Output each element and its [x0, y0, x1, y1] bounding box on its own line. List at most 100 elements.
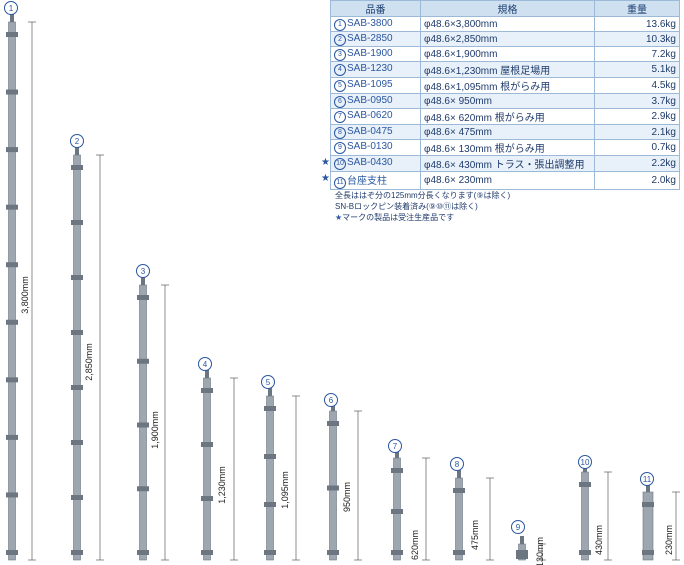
- post-coupler: [201, 388, 213, 393]
- item-number-badge: 11: [334, 177, 346, 189]
- post-coupler: [6, 262, 18, 268]
- post-coupler: [453, 550, 465, 555]
- star-icon: ★: [335, 213, 343, 222]
- post-coupler: [264, 502, 276, 507]
- post-coupler: [6, 550, 18, 555]
- post-number-badge: [450, 457, 464, 471]
- post-coupler: [6, 204, 18, 210]
- post-tenon: [395, 450, 399, 459]
- part-number: SAB-0950: [347, 94, 393, 106]
- post-coupler: [6, 434, 18, 440]
- weight-cell: 2.2kg: [594, 155, 680, 172]
- dimension-label: 950mm: [342, 482, 352, 512]
- post-number: 1: [9, 4, 14, 13]
- note-lockpin: SN-Bロックピン装着済み(⑨⑩⑪は除く): [335, 202, 478, 211]
- note-made-to-order: ★マークの製品は受注生産品です: [335, 212, 510, 223]
- post-tenon: [205, 370, 209, 379]
- dimension-label: 1,230mm: [217, 466, 227, 504]
- post-coupler: [264, 454, 276, 459]
- post-number: 6: [329, 396, 334, 405]
- post-6: 950mm 6: [324, 393, 362, 561]
- dimension-label: 3,800mm: [20, 276, 30, 314]
- weight-cell: 2.0kg: [594, 171, 680, 190]
- post-number-badge: [261, 375, 275, 389]
- item-number-badge: 8: [334, 126, 346, 139]
- post-coupler: [137, 550, 149, 555]
- spec-cell: φ48.6× 130mm 根がらみ用: [420, 139, 595, 156]
- part-number: SAB-3800: [347, 17, 393, 29]
- dimension-label: 430mm: [594, 525, 604, 555]
- note-made-to-order-text: マークの製品は受注生産品です: [342, 213, 455, 222]
- part-number: SAB-2850: [347, 32, 393, 44]
- post-coupler: [137, 422, 149, 428]
- weight-cell: 7.2kg: [594, 46, 680, 62]
- dimension-label: 230mm: [664, 525, 674, 555]
- post-coupler: [71, 550, 83, 555]
- post-coupler: [201, 550, 213, 555]
- dimension-label: 475mm: [470, 520, 480, 550]
- post-coupler: [201, 442, 213, 447]
- post-coupler: [137, 295, 149, 300]
- post-tenon: [141, 277, 145, 286]
- post-pipe: [8, 21, 16, 561]
- post-coupler: [391, 468, 403, 473]
- dimension-label: 620mm: [410, 530, 420, 560]
- item-number-badge: 3: [334, 48, 346, 61]
- weight-cell: 0.7kg: [594, 139, 680, 156]
- post-coupler: [6, 147, 18, 153]
- post-number-badge: [136, 264, 150, 278]
- post-number-badge: [4, 1, 18, 15]
- star-icon: ★: [321, 173, 330, 184]
- weight-cell: 10.3kg: [594, 31, 680, 47]
- star-icon: ★: [321, 157, 330, 168]
- item-number-badge: 2: [334, 33, 346, 46]
- post-pipe: [642, 491, 654, 561]
- post-tenon: [331, 403, 335, 412]
- dimension-label: 1,900mm: [150, 411, 160, 449]
- post-coupler: [264, 406, 276, 411]
- weight-cell: 4.5kg: [594, 77, 680, 94]
- spec-cell: φ48.6×3,800mm: [420, 16, 595, 32]
- item-number-badge: 10: [334, 158, 346, 170]
- spec-cell: φ48.6×2,850mm: [420, 31, 595, 47]
- post-coupler: [642, 550, 654, 555]
- weight-cell: 5.1kg: [594, 61, 680, 78]
- post-coupler: [71, 330, 83, 335]
- weight-cell: 2.9kg: [594, 108, 680, 125]
- post-number-badge: [388, 439, 402, 453]
- spec-table-header-row: 品番 規格 重量: [330, 0, 680, 17]
- item-number-badge: 9: [334, 142, 346, 154]
- spec-cell: φ48.6× 620mm 根がらみ用: [420, 108, 595, 125]
- post-number: 5: [266, 378, 271, 387]
- post-coupler: [6, 319, 18, 325]
- post-number-badge: [70, 134, 84, 148]
- post-coupler: [71, 495, 83, 500]
- post-number: 11: [643, 475, 652, 484]
- post-number: 9: [516, 523, 521, 532]
- post-tenon: [520, 536, 524, 545]
- part-number: SAB-1230: [347, 63, 393, 74]
- part-number: 台座支柱: [347, 176, 387, 187]
- item-number-badge: 5: [334, 80, 346, 92]
- post-coupler: [71, 220, 83, 225]
- post-number: 10: [581, 458, 590, 467]
- post-number-badge: [511, 520, 525, 534]
- post-1: 3,800mm 1: [4, 1, 36, 561]
